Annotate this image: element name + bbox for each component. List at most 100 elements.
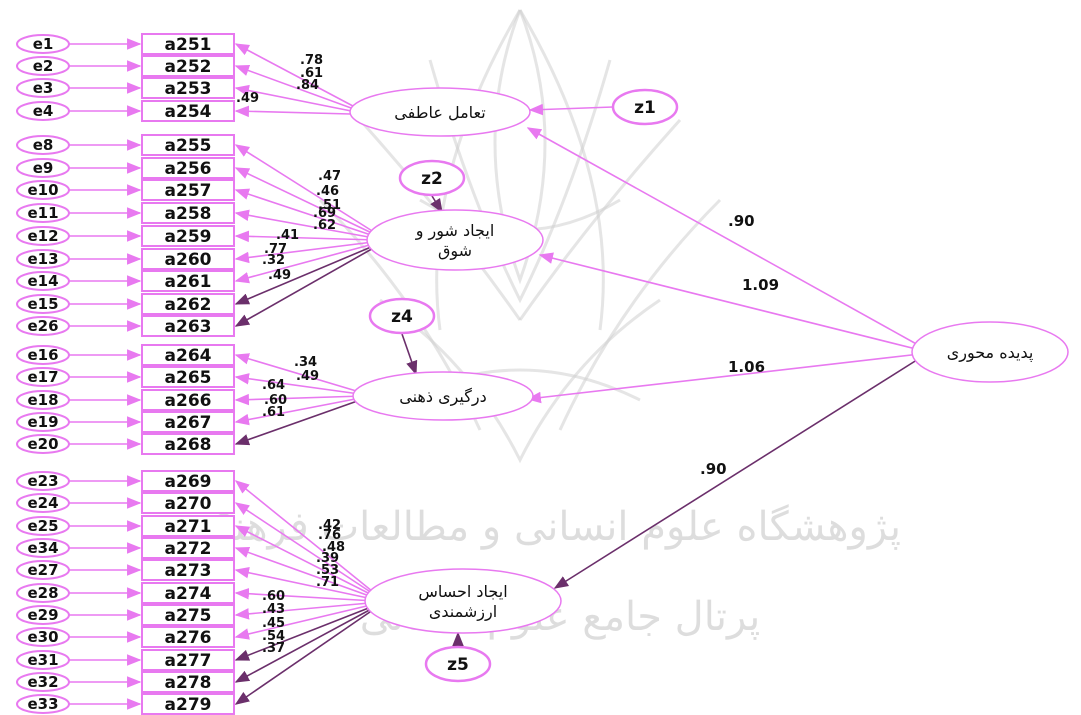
error-term — [16, 367, 70, 387]
loading-arrow — [234, 144, 378, 235]
loading-value: .62 — [313, 218, 336, 233]
error-term — [16, 434, 70, 454]
loading-value: .84 — [296, 78, 319, 93]
error-label: e29 — [27, 606, 58, 624]
structural-coefficient: .90 — [700, 460, 727, 478]
loading-arrow — [234, 373, 364, 396]
loading-value: .46 — [316, 184, 339, 199]
indicator-box — [141, 33, 235, 55]
loading-value: .43 — [262, 602, 285, 617]
structural-arrow — [553, 357, 921, 589]
loading-arrow — [234, 398, 364, 446]
error-term — [16, 345, 70, 365]
loading-arrow — [234, 567, 376, 601]
indicator-label: a271 — [165, 517, 212, 537]
error-term — [16, 316, 70, 336]
disturbance-term — [368, 297, 436, 335]
error-term — [16, 101, 70, 121]
disturbance-term — [398, 159, 466, 197]
indicator-label: a264 — [165, 346, 212, 366]
loading-value: .41 — [276, 228, 299, 243]
loading-arrow — [234, 525, 376, 598]
disturbance-term — [424, 645, 492, 683]
indicator-box — [141, 270, 235, 292]
loading-arrow — [234, 587, 376, 602]
disturbance-label: z5 — [447, 655, 469, 675]
indicator-box — [141, 470, 235, 492]
indicator-box — [141, 134, 235, 156]
loading-value: .45 — [262, 616, 285, 631]
indicator-label: a252 — [165, 57, 212, 77]
structural-coefficient: .90 — [728, 212, 755, 230]
loading-arrow — [234, 65, 361, 113]
indicator-box — [141, 225, 235, 247]
loading-arrow — [234, 84, 361, 114]
loading-value: .78 — [300, 53, 323, 68]
indicator-box — [141, 649, 235, 671]
error-label: e12 — [27, 227, 58, 245]
loading-value: .49 — [296, 369, 319, 384]
loading-value: .71 — [316, 575, 339, 590]
second-order-label: پدیده محوری — [947, 343, 1034, 363]
error-label: e31 — [27, 651, 58, 669]
disturbance-arrow — [528, 103, 614, 116]
indicator-label: a266 — [165, 391, 212, 411]
error-label: e18 — [27, 391, 58, 409]
error-term — [16, 226, 70, 246]
loading-value: .51 — [318, 198, 341, 213]
error-label: e27 — [27, 561, 58, 579]
loading-arrow — [234, 242, 378, 284]
error-label: e32 — [27, 673, 58, 691]
loading-arrow — [234, 393, 364, 406]
error-label: e16 — [27, 346, 58, 364]
latent-label: تعامل عاطفی — [394, 103, 485, 122]
loading-value: .48 — [322, 540, 345, 555]
loading-value: .64 — [262, 378, 285, 393]
error-label: e34 — [27, 539, 58, 557]
loading-arrow — [234, 243, 378, 305]
indicator-box — [141, 537, 235, 559]
indicator-box — [141, 389, 235, 411]
indicator-label: a267 — [165, 413, 212, 433]
second-order-factor — [911, 321, 1069, 383]
loading-arrow — [234, 240, 378, 264]
loading-value: .34 — [294, 355, 317, 370]
loading-arrow — [234, 188, 378, 238]
indicator-box — [141, 492, 235, 514]
error-term — [16, 694, 70, 714]
loading-arrow — [234, 604, 376, 661]
latent-factor — [349, 87, 531, 137]
loading-value: .42 — [318, 518, 341, 533]
error-term — [16, 56, 70, 76]
indicator-box — [141, 693, 235, 715]
disturbance-label: z4 — [391, 307, 413, 327]
error-term — [16, 583, 70, 603]
loading-arrow — [234, 209, 378, 240]
indicator-box — [141, 293, 235, 315]
loading-arrow — [234, 480, 376, 595]
indicator-box — [141, 433, 235, 455]
indicator-label: a258 — [165, 204, 212, 224]
error-term — [16, 203, 70, 223]
error-label: e2 — [33, 57, 54, 75]
loading-arrow — [234, 245, 378, 327]
watermark-line-1: پژوهشگاه علوم انسانی و مطالعات فرهنگی — [179, 504, 901, 550]
disturbance-term — [611, 88, 679, 126]
error-label: e24 — [27, 494, 58, 512]
error-label: e17 — [27, 368, 58, 386]
indicator-box — [141, 248, 235, 270]
loading-value: .49 — [268, 268, 291, 283]
loading-value: .54 — [262, 629, 285, 644]
indicator-label: a251 — [165, 35, 212, 55]
indicator-box — [141, 344, 235, 366]
error-label: e8 — [33, 136, 54, 154]
indicator-box — [141, 77, 235, 99]
error-term — [16, 471, 70, 491]
latent-label: ارزشمندی — [429, 602, 497, 622]
indicator-label: a273 — [165, 561, 212, 581]
indicator-box — [141, 179, 235, 201]
indicator-label: a278 — [165, 673, 212, 693]
error-label: e33 — [27, 695, 58, 713]
error-label: e13 — [27, 250, 58, 268]
